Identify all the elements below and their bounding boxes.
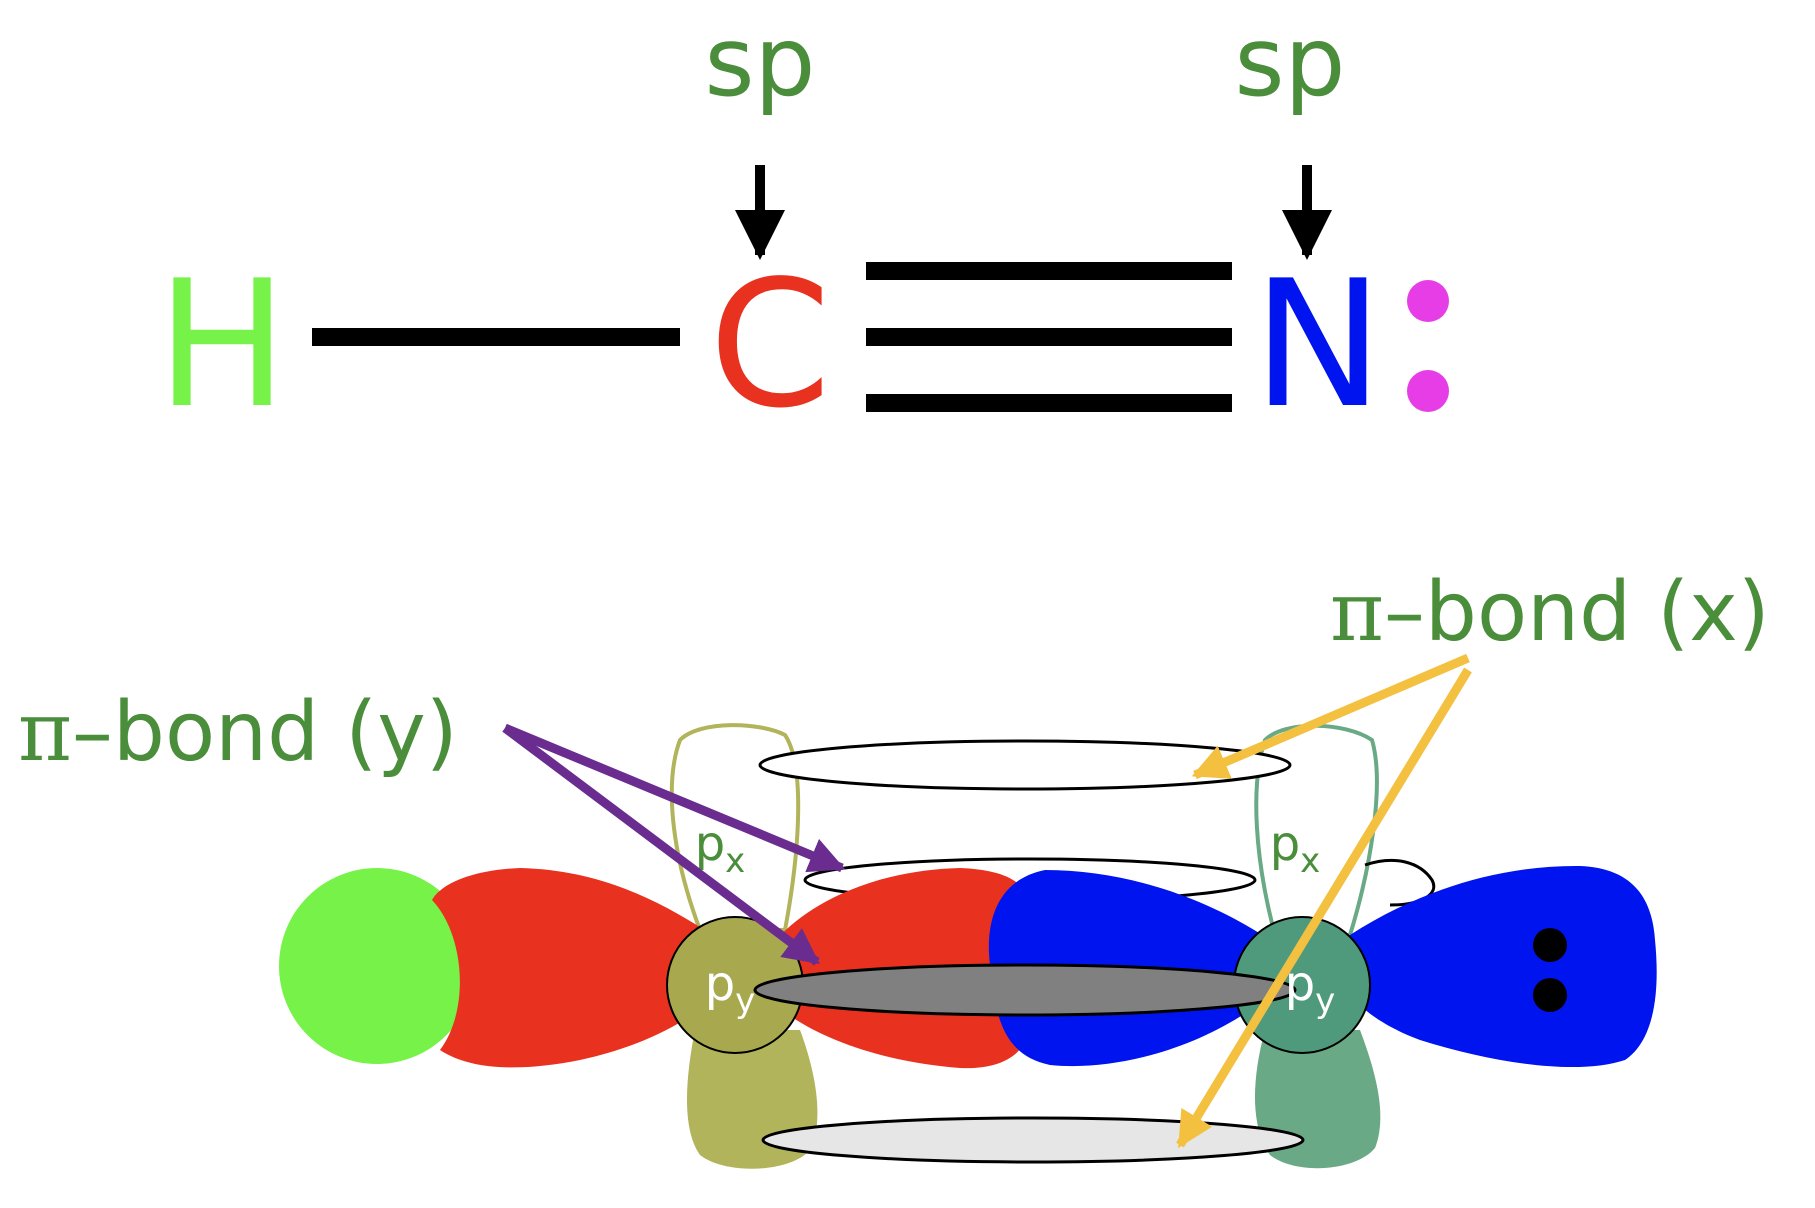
pi-y-arrow-lower bbox=[502, 724, 820, 966]
lone-pair-nitrogen bbox=[1407, 280, 1449, 412]
pi-x-bond-top-disc bbox=[758, 739, 1292, 791]
lone-pair-dot bbox=[1407, 280, 1449, 322]
pi-y-bond-disc bbox=[753, 963, 1297, 1017]
nitrogen-py-label: py bbox=[1285, 956, 1336, 1021]
triple-bond-c-n bbox=[866, 262, 1232, 412]
orbital-picture: px px py py π–bond (y) π–bond (x) bbox=[18, 565, 1770, 1169]
pi-y-arrow-upper bbox=[503, 723, 846, 873]
carbon-px-label: px bbox=[695, 816, 746, 881]
hybridization-label-nitrogen: sp bbox=[1235, 6, 1346, 118]
hydrogen-1s-orbital bbox=[279, 868, 475, 1064]
atom-hydrogen: H bbox=[156, 244, 288, 447]
lewis-structure: sp sp H C N bbox=[156, 6, 1449, 447]
carbon-py-label: py bbox=[705, 956, 756, 1021]
nitrogen-lone-pair-dot bbox=[1533, 978, 1567, 1012]
nitrogen-px-label: px bbox=[1270, 816, 1321, 881]
pi-y-bond-label: π–bond (y) bbox=[18, 685, 458, 780]
pi-x-bond-bottom-disc bbox=[761, 1116, 1305, 1164]
nitrogen-lone-pair-dot bbox=[1533, 928, 1567, 962]
pi-x-arrow-upper bbox=[1191, 653, 1470, 780]
hybridization-label-carbon: sp bbox=[705, 6, 816, 118]
atom-carbon: C bbox=[709, 244, 831, 447]
pi-x-bond-label: π–bond (x) bbox=[1330, 565, 1770, 660]
atom-nitrogen: N bbox=[1253, 244, 1384, 447]
nitrogen-sp-lobe-right bbox=[1350, 865, 1657, 1068]
carbon-sp-lobe-left bbox=[432, 868, 720, 1068]
nitrogen-px-lobe-upper bbox=[1254, 723, 1379, 937]
carbon-px-lobe-upper bbox=[669, 723, 801, 932]
lone-pair-dot bbox=[1407, 370, 1449, 412]
pi-x-arrow-lower bbox=[1176, 667, 1472, 1149]
